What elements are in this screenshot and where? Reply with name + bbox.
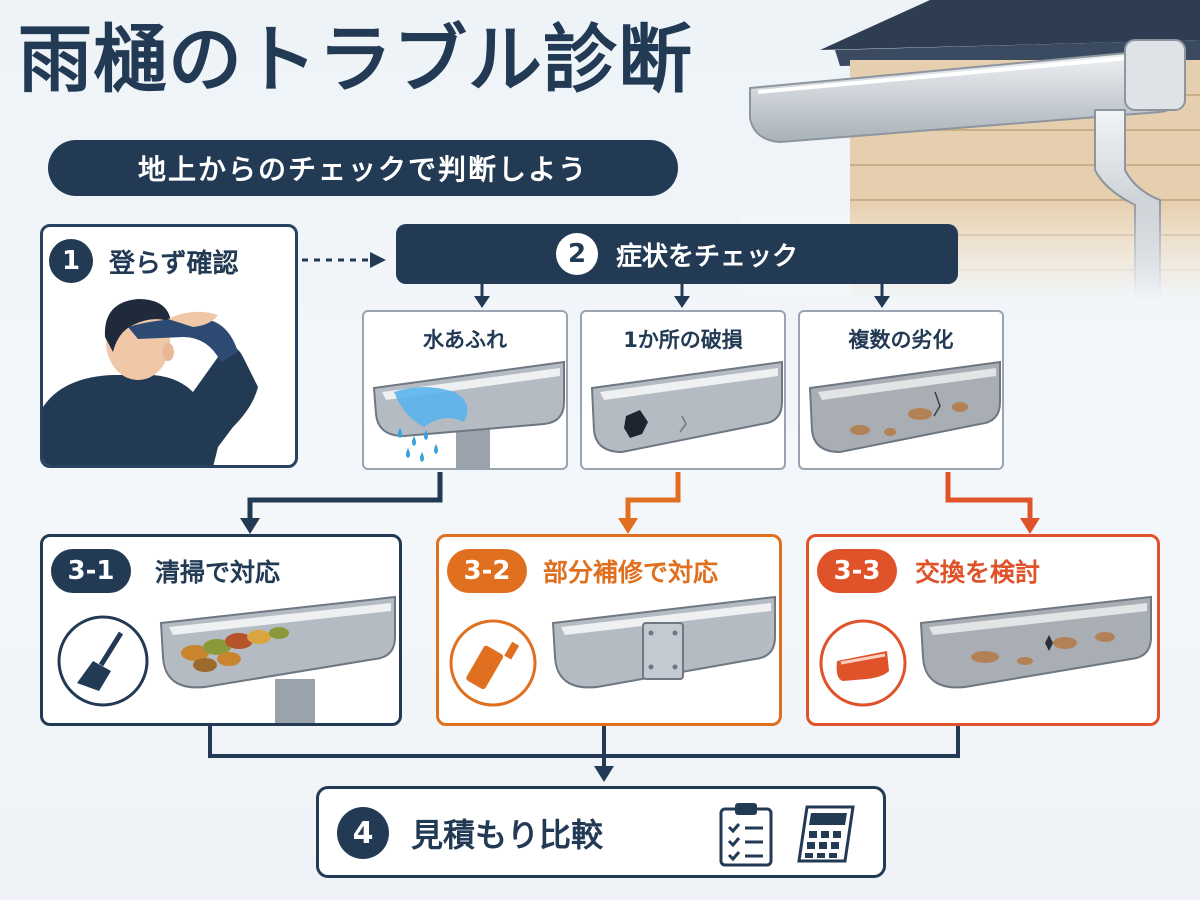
step2-label: 症状をチェック: [615, 241, 798, 272]
symptom-panel-single-damage: 1か所の破損: [580, 310, 786, 470]
step1-number: 1: [49, 239, 93, 283]
connectors-to-actions: [240, 472, 1040, 534]
connectors-to-step4: [208, 726, 960, 782]
calculator-icon: [797, 805, 855, 863]
action-panel-replacement: 3-3 交換を検討: [806, 534, 1160, 726]
symptom-label: 水あふれ: [423, 328, 507, 352]
arrows-to-symptoms: [474, 284, 890, 308]
overflowing-gutter-icon: [372, 360, 565, 468]
symptom-panel-overflow: 水あふれ: [362, 310, 568, 470]
symptom-panel-multiple-deterioration: 複数の劣化: [798, 310, 1004, 470]
action-number-3-1: 3-1: [51, 549, 131, 593]
action-label: 部分補修で対応: [543, 558, 719, 587]
symptom-label: 1か所の破損: [623, 328, 743, 352]
action-label: 交換を検討: [915, 558, 1041, 587]
step4-label: 見積もり比較: [411, 816, 604, 854]
action-label: 清掃で対応: [155, 558, 281, 587]
house-gutter-illustration: [740, 0, 1200, 300]
patched-gutter-icon: [551, 595, 776, 689]
action-panel-cleaning: 3-1 清掃で対応: [40, 534, 402, 726]
step2-bar: 2 症状をチェック: [396, 224, 958, 284]
dotted-arrow-1-to-2: [302, 252, 386, 268]
gutter-part-icon: [819, 619, 907, 707]
action-panel-partial-repair: 3-2 部分補修で対応: [436, 534, 782, 726]
subtitle-banner: 地上からのチェックで判断しよう: [48, 140, 678, 196]
step4-panel: 4 見積もり比較: [316, 786, 886, 878]
worn-gutter-icon: [919, 595, 1152, 689]
step1-label: 登らず確認: [109, 248, 239, 279]
leaf-filled-gutter-icon: [159, 595, 396, 723]
broken-gutter-icon: [590, 360, 783, 454]
action-number-3-2: 3-2: [447, 549, 527, 593]
sealant-tube-icon: [449, 619, 537, 707]
person-looking-icon: [43, 299, 258, 465]
clipboard-icon: [719, 803, 773, 867]
deteriorated-gutter-icon: [808, 360, 1001, 454]
step4-number: 4: [337, 807, 389, 859]
step1-panel: 1 登らず確認: [40, 224, 298, 468]
step2-number: 2: [555, 233, 598, 275]
broom-icon: [57, 615, 149, 707]
action-number-3-3: 3-3: [817, 549, 897, 593]
page-title: 雨樋のトラブル診断: [18, 17, 693, 103]
symptom-label: 複数の劣化: [848, 328, 954, 352]
